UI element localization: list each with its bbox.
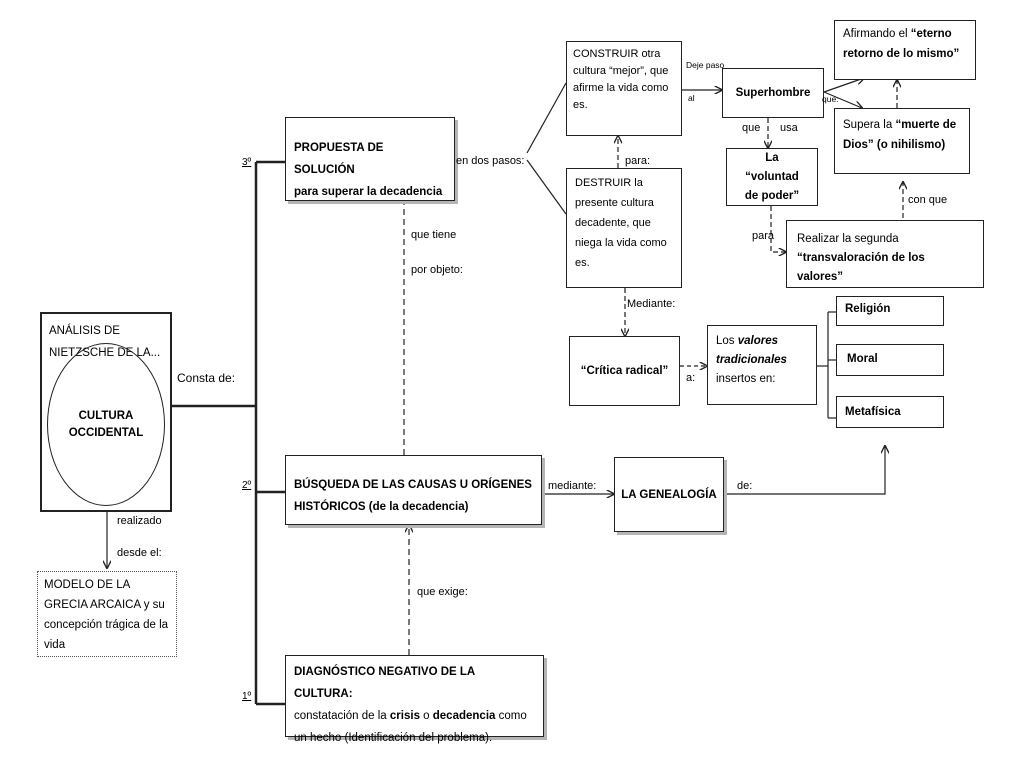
afirmando-box: Afirmando el “eterno retorno de lo mismo… xyxy=(834,20,976,80)
label-desde: desde el: xyxy=(117,547,162,559)
label-mediante: Mediante: xyxy=(627,298,676,310)
label-usa: usa xyxy=(780,122,798,134)
construir-box: CONSTRUIR otra cultura “mejor”, que afir… xyxy=(566,41,682,136)
label-n2: 2º xyxy=(242,480,252,491)
diagnostico-box: DIAGNÓSTICO NEGATIVO DE LA CULTURA: cons… xyxy=(285,655,544,744)
cultura-circle: CULTURA OCCIDENTAL xyxy=(47,343,165,506)
label-mediante2: mediante: xyxy=(548,480,597,492)
diagnostico-decadencia: decadencia xyxy=(432,710,496,722)
transvaloracion-bold: “transvaloración de los valores” xyxy=(797,252,925,283)
supera-bold: “muerte de Dios” (o nihilismo) xyxy=(843,119,957,151)
propuesta-subtitle: para superar la decadencia xyxy=(294,186,443,198)
supera-box: Supera la “muerte de Dios” (o nihilismo) xyxy=(834,108,970,174)
valores-plain2: insertos en: xyxy=(716,373,776,385)
diagnostico-crisis: crisis xyxy=(389,710,420,722)
critica-box: “Crítica radical” xyxy=(569,336,680,406)
moral-box: Moral xyxy=(836,344,944,376)
label-que-colon: que: xyxy=(822,94,839,104)
diagnostico-line1b: como xyxy=(495,710,527,722)
religion-text: Religión xyxy=(845,303,891,315)
arrow-superhombre-to-supera xyxy=(823,91,862,108)
superhombre-text: Superhombre xyxy=(735,87,811,99)
label-n1: 1º xyxy=(242,691,252,702)
cultura-text: CULTURA OCCIDENTAL xyxy=(68,409,144,439)
religion-box: Religión xyxy=(836,296,944,326)
supera-plain: Supera la xyxy=(843,119,896,131)
diagnostico-line1: constatación de la crisis o decadencia c… xyxy=(294,705,535,727)
diagnostico-line2: un hecho (Identificación del problema). xyxy=(294,732,493,744)
link-to-destruir xyxy=(526,159,567,215)
moral-text: Moral xyxy=(847,353,878,365)
transvaloracion-box: Realizar la segunda “transvaloración de … xyxy=(786,220,984,288)
superhombre-box: Superhombre xyxy=(722,68,824,118)
label-a: a: xyxy=(686,372,696,384)
diagnostico-line1a: constatación de la xyxy=(294,710,390,722)
label-que: que xyxy=(742,122,761,134)
transvaloracion-plain: Realizar la segunda xyxy=(797,233,899,245)
label-realizado: realizado xyxy=(117,515,162,527)
voluntad-text: La “voluntad de poder” xyxy=(744,151,800,202)
destruir-box: DESTRUIR la presente cultura decadente, … xyxy=(566,168,682,288)
label-para: para: xyxy=(625,155,651,167)
propuesta-box: PROPUESTA DE SOLUCIÓN para superar la de… xyxy=(285,117,455,201)
genealogia-box: LA GENEALOGÍA xyxy=(614,457,724,532)
arrow-superhombre-to-afirmando xyxy=(823,78,864,93)
busqueda-title: BÚSQUEDA DE LAS CAUSAS U ORÍGENES HISTÓR… xyxy=(294,479,532,513)
genealogia-text: LA GENEALOGÍA xyxy=(621,488,717,501)
destruir-text: DESTRUIR la presente cultura decadente, … xyxy=(575,177,667,269)
afirmando-plain: Afirmando el xyxy=(843,28,911,40)
modelo-box: MODELO DE LA GRECIA ARCAICA y su concepc… xyxy=(37,571,177,657)
construir-text: CONSTRUIR otra cultura “mejor”, que afir… xyxy=(573,48,669,111)
valores-italic: valores tradicionales xyxy=(716,335,787,366)
link-to-construir xyxy=(526,82,567,154)
diagnostico-title: DIAGNÓSTICO NEGATIVO DE LA CULTURA: xyxy=(294,666,475,700)
label-n3: 3º xyxy=(242,157,252,168)
label-en-dos-pasos: en dos pasos: xyxy=(456,155,525,167)
label-para-trans: para xyxy=(752,230,775,242)
propuesta-title: PROPUESTA DE SOLUCIÓN xyxy=(294,142,384,176)
label-consta: Consta de: xyxy=(177,371,236,385)
busqueda-subtitle: (de la decadencia) xyxy=(368,501,469,513)
label-que-tiene: que tiene xyxy=(411,229,457,241)
metafisica-box: Metafísica xyxy=(836,396,944,428)
voluntad-box: La “voluntad de poder” xyxy=(726,148,818,206)
afirmando-bold: “eterno retorno de lo mismo” xyxy=(843,28,960,60)
arrow-voluntad-to-transvaloracion xyxy=(770,206,786,252)
metafisica-text: Metafísica xyxy=(845,406,901,418)
label-deje-paso: Deje paso xyxy=(686,60,725,70)
critica-text: “Crítica radical” xyxy=(580,365,669,377)
valores-box: Los valores tradicionales insertos en: xyxy=(707,325,817,405)
label-con-que: con que xyxy=(908,194,948,206)
valores-plain1: Los xyxy=(716,335,738,347)
diagnostico-o: o xyxy=(419,710,433,722)
modelo-text: MODELO DE LA GRECIA ARCAICA y su concepc… xyxy=(44,579,169,651)
label-de: de: xyxy=(737,480,753,492)
busqueda-box: BÚSQUEDA DE LAS CAUSAS U ORÍGENES HISTÓR… xyxy=(285,455,542,525)
label-que-exige: que exige: xyxy=(417,586,468,598)
label-al: al xyxy=(688,93,695,103)
arrow-genealogia-to-valores xyxy=(724,446,885,495)
label-por-objeto: por objeto: xyxy=(411,264,463,276)
